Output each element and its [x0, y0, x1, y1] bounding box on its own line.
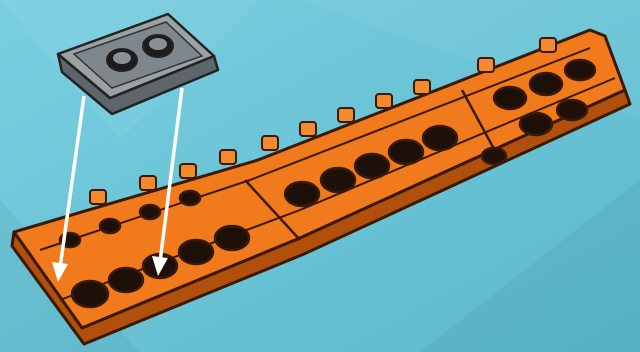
ridge-stud — [220, 150, 236, 164]
stud-hole — [423, 126, 457, 150]
stud-hole — [520, 113, 552, 135]
tile-hole-inner — [149, 38, 167, 50]
ridge-stud — [414, 80, 430, 94]
ridge-stud — [300, 122, 316, 136]
stud-hole — [494, 87, 526, 109]
stud-hole — [482, 148, 506, 164]
stud-hole — [109, 268, 143, 292]
stud-hole — [355, 154, 389, 178]
stud-hole — [285, 182, 319, 206]
tile-hole-inner — [113, 52, 131, 64]
stud-hole — [389, 140, 423, 164]
stud-hole — [565, 60, 595, 80]
stud-hole — [530, 73, 562, 95]
ridge-stud — [140, 176, 156, 190]
ridge-stud — [90, 190, 106, 204]
stud-hole — [179, 240, 213, 264]
stud-hole — [72, 281, 108, 307]
stud-hole — [180, 191, 200, 205]
stud-hole — [557, 100, 587, 120]
ridge-stud — [376, 94, 392, 108]
ridge-stud — [338, 108, 354, 122]
stud-hole — [140, 205, 160, 219]
ridge-stud — [262, 136, 278, 150]
ridge-stud — [540, 38, 556, 52]
stud-hole — [100, 219, 120, 233]
stud-hole — [321, 168, 355, 192]
ridge-stud — [180, 164, 196, 178]
stud-hole — [215, 226, 249, 250]
ridge-stud — [478, 58, 494, 72]
